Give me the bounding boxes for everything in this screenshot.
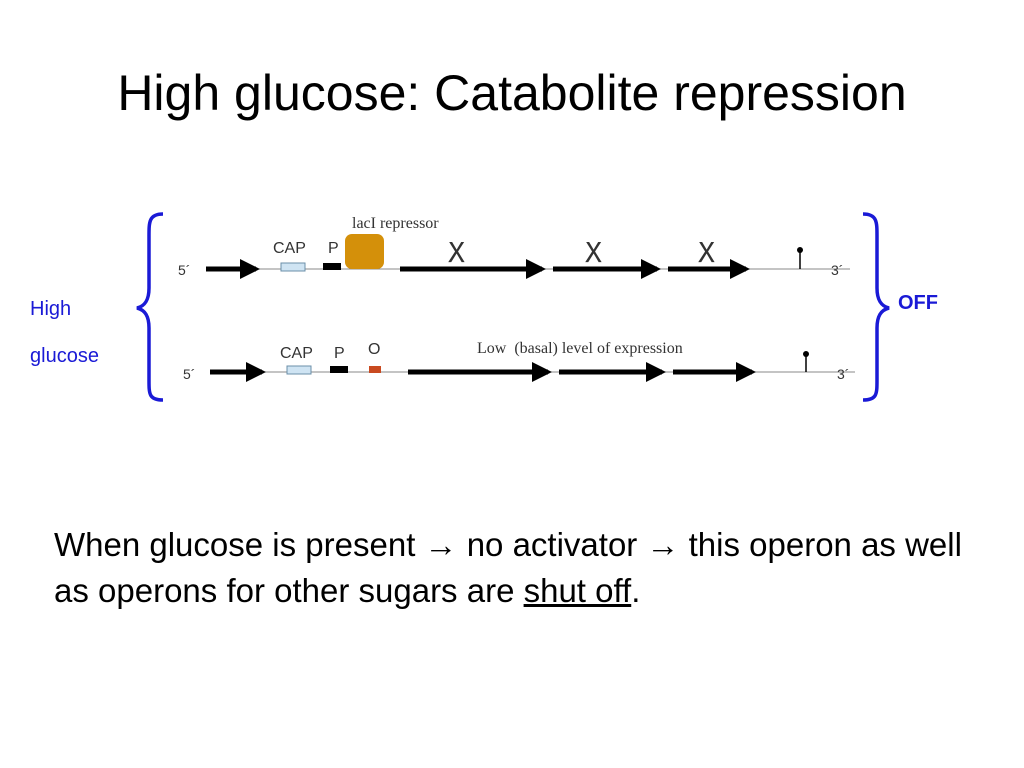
bottom-terminator-head <box>803 351 809 357</box>
bottom-promoter <box>330 366 348 373</box>
bottom-three-prime: 3´ <box>837 366 849 382</box>
repressor-label: lacI repressor <box>352 215 439 232</box>
bottom-cap-site <box>286 365 312 375</box>
right-brace <box>862 212 890 402</box>
top-promoter <box>323 263 341 270</box>
top-cap-label: CAP <box>273 240 306 257</box>
shut-off-underlined: shut off <box>523 571 632 609</box>
slide-title: High glucose: Catabolite repression <box>117 65 907 121</box>
top-x-mark-3: X <box>698 236 715 269</box>
top-strand: 5´ CAP P lacI repressor X X X 3´ <box>178 215 850 279</box>
top-terminator-head <box>797 247 803 253</box>
high-label: High <box>30 298 72 320</box>
left-brace <box>136 212 164 402</box>
top-cap-site <box>280 262 306 272</box>
top-x-mark-1: X <box>448 236 465 269</box>
laci-repressor <box>345 234 384 269</box>
top-five-prime: 5´ <box>178 262 190 278</box>
bottom-cap-label: CAP <box>280 345 313 362</box>
bottom-five-prime: 5´ <box>183 366 195 382</box>
off-label: OFF <box>898 292 938 314</box>
body-paragraph: When glucose is present → no activator →… <box>54 522 984 613</box>
body-text-main: When glucose is present → no activator →… <box>54 526 962 609</box>
top-x-mark-2: X <box>585 236 602 269</box>
bottom-strand: 5´ CAP P O Low (basal) level of expressi… <box>183 340 855 382</box>
bottom-operator-label: O <box>368 341 380 358</box>
body-text-end: . <box>631 571 641 609</box>
expression-label: Low (basal) level of expression <box>477 340 683 357</box>
top-three-prime: 3´ <box>831 262 843 278</box>
top-promoter-label: P <box>328 240 339 257</box>
glucose-label: glucose <box>30 345 99 367</box>
bottom-operator <box>369 366 381 373</box>
bottom-promoter-label: P <box>334 345 345 362</box>
